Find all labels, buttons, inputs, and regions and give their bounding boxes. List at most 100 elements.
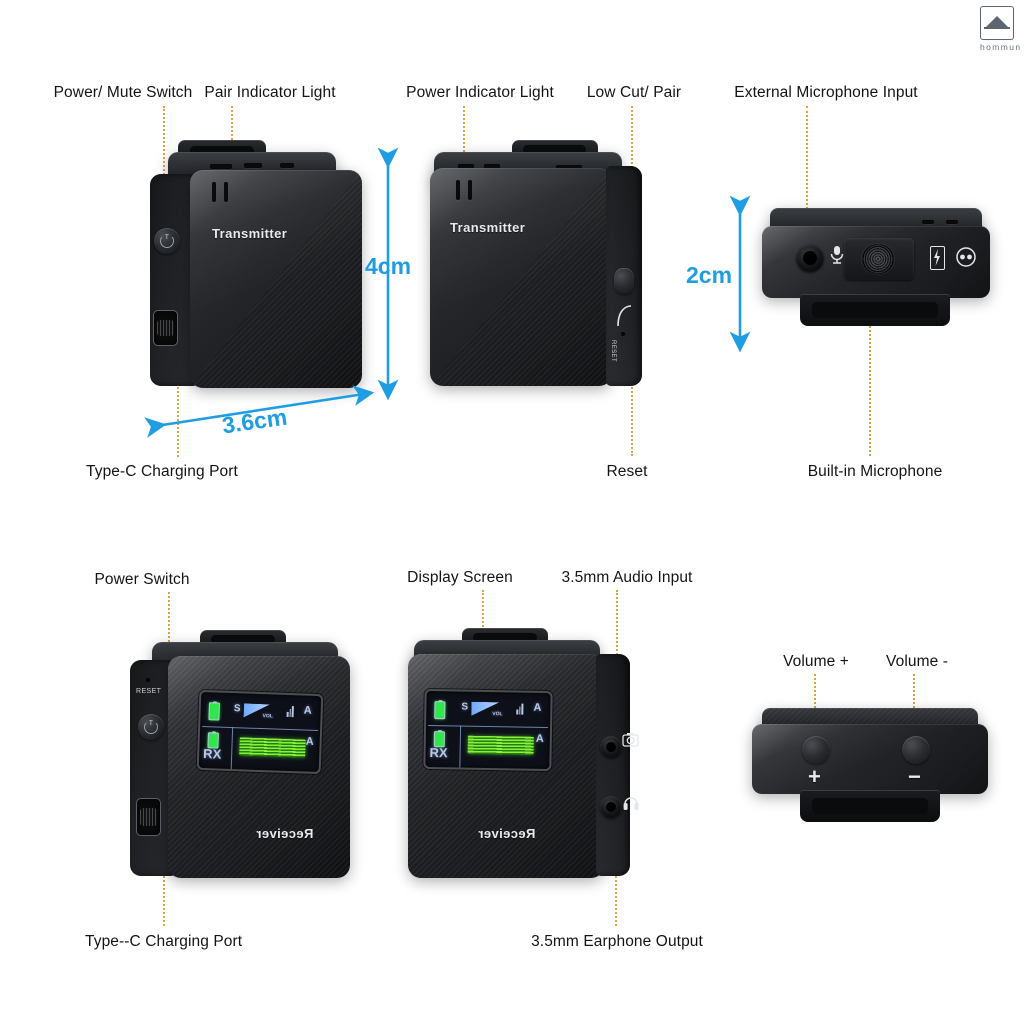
display-screen: S VOL A RX A <box>196 689 324 775</box>
signal-bars-icon <box>516 702 523 715</box>
battery-indicator <box>434 701 446 720</box>
level-label: VOL <box>262 713 273 720</box>
receiver-body-text: Receiver <box>478 826 536 841</box>
logo-frame-icon <box>980 6 1014 40</box>
belt-clip-slot <box>523 145 586 154</box>
battery-icon <box>930 246 945 270</box>
top-vent-slit <box>556 165 582 170</box>
antenna-label-rx: A <box>535 732 544 745</box>
antenna-label: A <box>533 701 542 714</box>
label-power-switch: Power Switch <box>94 571 190 588</box>
volume-down-button[interactable] <box>902 736 930 764</box>
belt-clip-slot <box>473 633 537 642</box>
leader-type-c-charging-port-receiver <box>163 828 165 926</box>
depth-dimension-label: 2cm <box>686 262 733 288</box>
reset-text: RESET <box>136 688 162 695</box>
label-reset: Reset <box>606 463 648 480</box>
height-dimension-label: 4cm <box>365 253 412 279</box>
belt-clip-slot <box>812 302 938 318</box>
volume-up-button[interactable] <box>802 736 830 764</box>
label-audio-input-35mm: 3.5mm Audio Input <box>561 569 693 586</box>
label-low-cut-pair: Low Cut/ Pair <box>586 84 682 101</box>
label-type-c-charging-port-receiver: Type--C Charging Port <box>85 933 243 950</box>
label-external-microphone-input: External Microphone Input <box>734 84 918 101</box>
pair-indicator-light <box>212 182 216 202</box>
brand-logo: hommun <box>980 6 1022 52</box>
power-switch-button[interactable] <box>138 714 164 740</box>
label-type-c-charging-port: Type-C Charging Port <box>86 463 238 480</box>
device-receiver-top: + − <box>752 708 988 830</box>
reset-pinhole[interactable] <box>146 678 150 682</box>
label-pair-indicator-light: Pair Indicator Light <box>204 84 336 101</box>
antenna-label-rx: A <box>305 735 314 748</box>
label-display-screen: Display Screen <box>407 569 513 586</box>
microphone-icon <box>830 246 844 264</box>
logo-bar-icon <box>984 27 1010 29</box>
low-cut-icon <box>617 305 632 327</box>
leader-power-indicator-light <box>463 106 465 180</box>
reset-pinhole[interactable] <box>621 332 625 336</box>
label-volume-down: Volume - <box>886 653 948 670</box>
power-icon <box>160 234 174 248</box>
label-volume-up: Volume + <box>783 653 849 670</box>
top-vent-slit <box>244 163 262 168</box>
receiver-body-text: Receiver <box>256 826 314 841</box>
plus-icon: + <box>808 764 821 789</box>
top-vent-slit <box>210 164 232 169</box>
top-vent-slit <box>946 220 958 224</box>
label-built-in-microphone: Built-in Microphone <box>807 463 943 480</box>
device-transmitter-side: Transmitter RESET <box>428 140 648 405</box>
receiver-right-face <box>596 654 630 876</box>
audio-level-meter <box>467 735 534 755</box>
device-transmitter-top <box>762 208 990 333</box>
leader-earphone-output-35mm <box>615 840 617 926</box>
width-dimension-arrow <box>144 385 375 438</box>
camera-icon <box>622 733 639 747</box>
antenna-label: A <box>303 704 312 717</box>
receiver-top-face <box>752 724 988 794</box>
rx-label: RX <box>429 744 448 761</box>
pair-indicator-light-2 <box>224 182 228 202</box>
leader-built-in-microphone <box>869 262 871 456</box>
belt-clip-slot <box>211 635 275 644</box>
rx-label: RX <box>202 746 222 762</box>
usb-c-charging-port[interactable] <box>136 798 161 836</box>
top-vent-slit <box>280 163 294 168</box>
earphone-output-35mm-jack[interactable] <box>600 796 622 818</box>
height-dimension-arrow <box>377 147 399 401</box>
link-icon <box>956 247 976 267</box>
top-vent-slit <box>484 164 500 169</box>
minus-icon: − <box>908 764 921 789</box>
label-earphone-output-35mm: 3.5mm Earphone Output <box>531 933 703 950</box>
level-label: VOL <box>492 711 503 718</box>
device-receiver-right: S VOL A RX A Receiver <box>400 628 640 896</box>
transmitter-body <box>190 170 362 388</box>
reset-text: RESET <box>610 340 616 363</box>
leader-volume-up <box>814 674 816 728</box>
built-in-microphone-grille <box>862 244 894 274</box>
device-transmitter-front: Transmitter <box>150 140 370 405</box>
low-cut-pair-button[interactable] <box>614 268 634 294</box>
leader-external-microphone-input <box>806 106 808 237</box>
top-vent-slit <box>458 164 474 169</box>
belt-clip-slot <box>812 798 928 814</box>
leader-reset <box>631 348 633 456</box>
battery-indicator <box>208 702 221 721</box>
logo-roof-icon <box>986 16 1008 27</box>
external-microphone-input-jack[interactable] <box>796 244 824 272</box>
power-indicator-light <box>456 180 460 200</box>
display-screen: S VOL A RX A <box>423 688 553 772</box>
signal-label: S <box>461 701 469 713</box>
usb-c-charging-port[interactable] <box>153 310 178 346</box>
logo-wordmark: hommun <box>980 42 1022 52</box>
label-power-mute-switch: Power/ Mute Switch <box>53 84 193 101</box>
power-indicator-light-2 <box>468 180 472 200</box>
transmitter-body-text: Transmitter <box>450 220 526 235</box>
leader-volume-down <box>913 674 915 728</box>
audio-input-35mm-jack[interactable] <box>600 736 622 758</box>
headphone-icon <box>623 797 639 810</box>
power-mute-switch-button[interactable] <box>154 228 180 254</box>
device-receiver-left: RESET S VOL <box>130 630 362 898</box>
transmitter-body-text: Transmitter <box>212 226 288 241</box>
